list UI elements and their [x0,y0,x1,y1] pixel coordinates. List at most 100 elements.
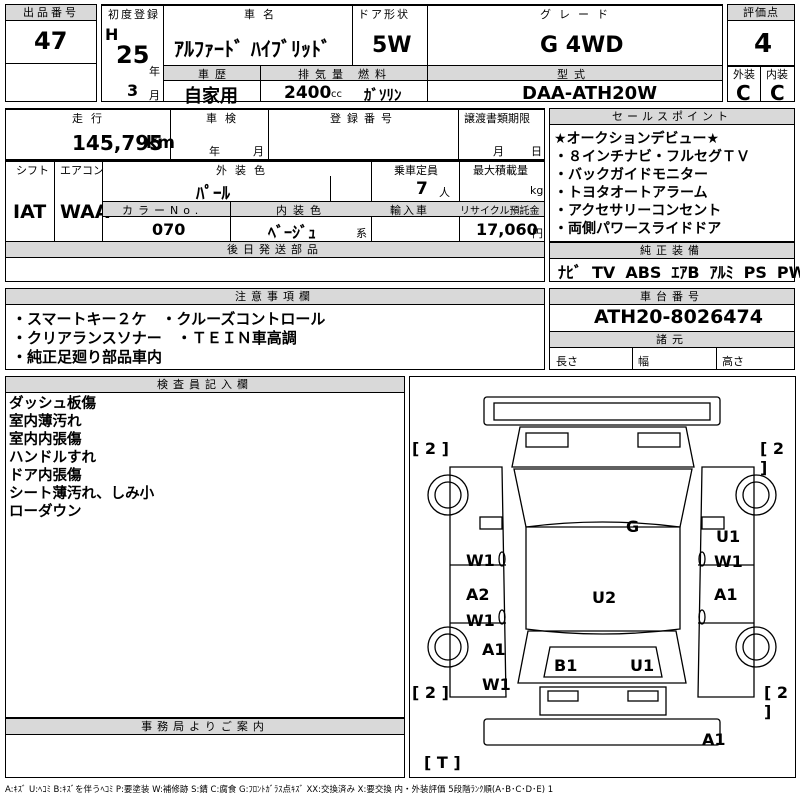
grade: G 4WD [540,33,624,58]
interior-color: ﾍﾞｰｼﾞｭ [268,223,317,242]
interior-color-unit: 系 [356,227,367,240]
month-unit: 月 [149,89,160,102]
inspector-line: シート薄汚れ、しみ小 [9,486,155,502]
width-label: 幅 [638,355,649,368]
equipment-item: PS [743,263,767,282]
legend: A:ｷｽﾞ U:ﾍｺﾐ B:ｷｽﾞを伴うﾍｺﾐ P:要塗装 W:補修跡 S:錆 … [5,785,554,795]
tire-spare: [ T ] [424,753,461,772]
code-u1-rear: U1 [630,656,655,675]
score-box: 評価点 4 外装 内装 C C [727,4,795,105]
transfer-label: 譲渡書類期限 [464,112,530,125]
first-reg-month: 3 [127,81,139,100]
door-label: ドア形状 [358,8,410,21]
exterior-color: ﾊﾟｰﾙ [196,184,230,204]
recycle-unit: 円 [532,227,543,240]
inspector-line: 室内薄汚れ [9,414,82,430]
code-u1-right: U1 [716,527,741,546]
interior-color-label: 内装色 [276,204,327,217]
spec-box: シフト エアコン 外装色 乗車定員 最大積載量 ﾊﾟｰﾙ 7 人 kg IAT … [5,160,545,282]
dims-label: 諸元 [550,331,794,348]
tire-front-right: [ 2 ] [760,439,785,477]
equipment-item: ｴｱB [671,263,700,282]
notes-line-2: ・クリアランスソナー ・ＴＥＩＮ車高調 [12,329,297,347]
sales-points-list: ★オークションデビュー★・８インチナビ・フルセグＴＶ・バックガイドモニター・トヨ… [554,130,750,238]
reg-no-label: 登録番号 [330,112,398,125]
inspection-label: 車検 [206,112,244,125]
equipment-label: 純正装備 [550,243,794,259]
displacement-unit: cc [331,89,342,100]
code-b1: B1 [554,656,578,675]
code-a1-bottom: A1 [702,730,726,749]
mileage: 145,795 [72,131,164,155]
recycle-label: リサイクル預託金 [460,206,540,217]
lot-number: 47 [34,27,68,55]
code-a2-left: A2 [466,585,490,604]
door-type: 5W [372,33,412,58]
inspector-line: 室内内張傷 [9,432,82,448]
tire-front-left: [ 2 ] [412,439,449,458]
history: 自家用 [184,86,238,107]
score: 4 [754,29,773,59]
code-a1-right: A1 [714,585,738,604]
inspector-box: 検査員記入欄 ダッシュ板傷室内薄汚れ室内内張傷ハンドルすれドア内張傷シート薄汚れ… [5,376,405,718]
insp-month-unit: 月 [253,145,264,158]
first-reg-year: 25 [116,41,150,69]
chassis-label: 車台番号 [550,289,794,305]
color-no-label: カラーNo. [122,204,204,217]
model-label: 型式 [557,68,591,81]
sales-points-label: セールスポイント [550,109,794,125]
length-label: 長さ [556,355,578,368]
model: DAA-ATH20W [522,83,658,104]
ext-score: C [736,81,751,105]
fuel: ｶﾞｿﾘﾝ [364,86,402,104]
notes-line-3: ・純正足廻り部品車内 [12,348,163,366]
transfer-day-unit: 日 [531,145,542,158]
inspector-line: ローダウン [9,504,82,520]
ac-label: エアコン [60,164,104,177]
capacity-label: 乗車定員 [394,164,438,177]
exterior-color-label: 外装色 [216,164,273,177]
era: H [105,25,119,44]
history-label: 車歴 [198,68,232,81]
max-load-label: 最大積載量 [473,164,528,177]
sales-points-box: セールスポイント ★オークションデビュー★・８インチナビ・フルセグＴＶ・バックガ… [549,108,795,242]
displacement: 2400 [284,83,332,103]
import-label: 輸入車 [390,204,429,217]
ac: WAA [60,201,110,223]
equipment-item: TV [592,263,616,282]
int-label: 内装 [766,68,788,81]
vehicle-info-box: 初度登録 車名 ドア形状 グレード H 25 年 ｱﾙﾌｧｰﾄﾞ ﾊｲﾌﾞﾘｯﾄ… [101,4,723,107]
sales-point-item: ・トヨタオートアラーム [554,185,708,201]
sales-point-item: ・アクセサリーコンセント [554,203,722,219]
insp-year-unit: 年 [209,145,220,158]
mileage-label: 走行 [72,112,110,125]
chassis-number: ATH20-8026474 [594,306,763,328]
year-unit: 年 [149,65,160,78]
mileage-box: 走行 車検 登録番号 譲渡書類期限 145,795 km 年 月 月 日 [5,108,545,160]
notes-box: 注意事項欄 ・スマートキー２ケ ・クルーズコントロール ・クリアランスソナー ・… [5,288,545,370]
inspector-line: ダッシュ板傷 [9,396,96,412]
capacity: 7 [416,179,428,199]
inspector-label: 検査員記入欄 [6,377,404,393]
color-no: 070 [152,220,186,239]
sales-point-item: ・両側パワースライドドア [554,221,722,237]
ext-label: 外装 [733,68,755,81]
equipment-item: ABS [625,263,662,282]
score-label: 評価点 [728,5,794,21]
equipment-item: PW [776,263,800,282]
code-w1-left-front: W1 [466,551,495,570]
height-label: 高さ [722,355,744,368]
code-w1-right: W1 [714,552,743,571]
sales-point-item: ・バックガイドモニター [554,167,708,183]
transfer-month-unit: 月 [493,145,504,158]
tire-rear-left: [ 2 ] [412,683,449,702]
equipment-item: ﾅﾋﾞ [558,263,583,282]
sales-point-item: ・８インチナビ・フルセグＴＶ [554,149,750,165]
damage-diagram: [ 2 ] [ 2 ] [ 2 ] [ 2 ] [ T ] G U1 W1 W1… [409,376,796,778]
max-load-unit: kg [530,184,544,197]
capacity-unit: 人 [439,186,450,199]
code-a1-left: A1 [482,640,506,659]
office-box: 事務局よりご案内 [5,718,405,778]
